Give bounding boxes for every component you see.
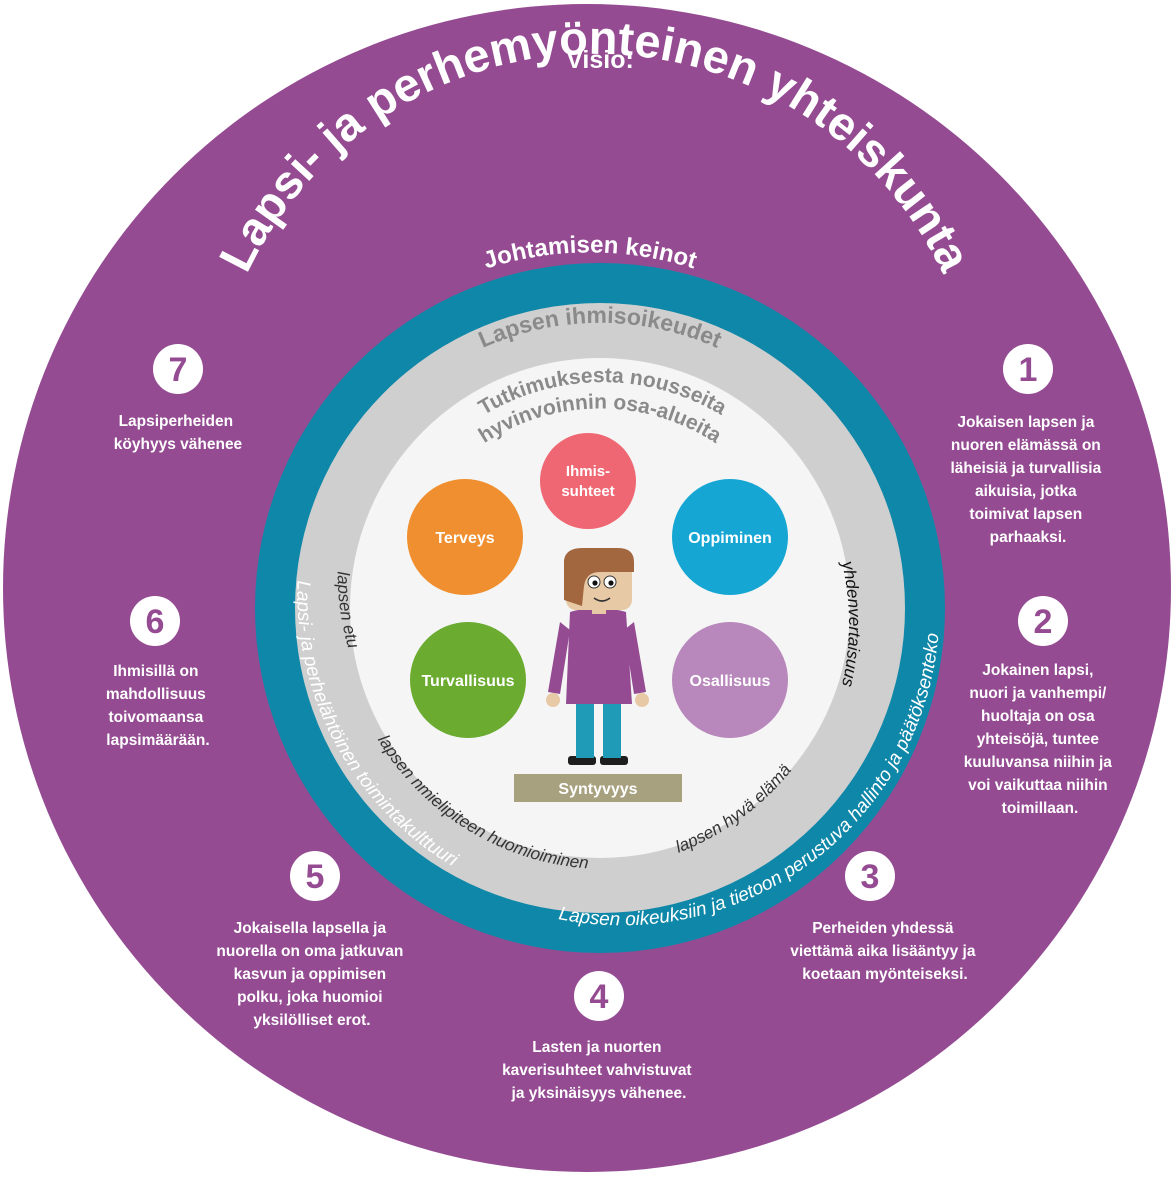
- child-figure-icon: [546, 548, 649, 765]
- vision-label: Visio:: [566, 46, 634, 74]
- area-relationships: Ihmis- suhteet: [540, 433, 636, 529]
- goal-text: Jokaisen lapsen ja nuoren elämässä on lä…: [950, 414, 1105, 546]
- goal-number-badge: [845, 851, 895, 901]
- goal-number: 7: [169, 351, 188, 389]
- goal-text: Lapsiperheiden köyhyys vähenee: [114, 413, 243, 453]
- area-relationships-circle: [540, 433, 636, 529]
- goal-number: 6: [146, 603, 165, 641]
- goal-4: 4 Lasten ja nuorten kaverisuhteet vahvis…: [502, 971, 696, 1102]
- area-safety: Turvallisuus: [410, 622, 526, 738]
- goal-text: Jokainen lapsi, nuori ja vanhempi/ huolt…: [964, 662, 1116, 817]
- area-relationships-line1: Ihmis-: [566, 463, 610, 480]
- goal-2: 2 Jokainen lapsi, nuori ja vanhempi/ huo…: [964, 596, 1116, 817]
- goal-text: Lasten ja nuorten kaverisuhteet vahvistu…: [502, 1039, 696, 1102]
- birth-rate-label: Syntyvyys: [558, 781, 637, 798]
- area-health-label: Terveys: [435, 530, 494, 547]
- goal-number: 1: [1019, 351, 1038, 389]
- goal-number-badge: [130, 596, 180, 646]
- goal-text: Perheiden yhdessä viettämä aika lisäänty…: [790, 920, 980, 983]
- goal-number-badge: [1018, 596, 1068, 646]
- goal-number-badge: [290, 851, 340, 901]
- goal-5: 5 Jokaisella lapsella ja nuorella on oma…: [216, 851, 407, 1029]
- goal-7: 7 Lapsiperheiden köyhyys vähenee: [114, 344, 243, 453]
- area-learning-circle: [672, 479, 788, 595]
- area-safety-label: Turvallisuus: [421, 673, 514, 690]
- area-learning-label: Oppiminen: [688, 530, 772, 547]
- area-learning: Oppiminen: [672, 479, 788, 595]
- goal-number: 4: [590, 978, 609, 1016]
- area-health: Terveys: [407, 479, 523, 595]
- goal-6: 6 Ihmisillä on mahdollisuus toivomaansa …: [106, 596, 210, 749]
- area-safety-circle: [410, 622, 526, 738]
- area-health-circle: [407, 479, 523, 595]
- goal-number: 2: [1034, 603, 1053, 641]
- area-participation-circle: [672, 622, 788, 738]
- area-participation-label: Osallisuus: [690, 673, 771, 690]
- goal-number-badge: [1003, 344, 1053, 394]
- goal-number-badge: [574, 971, 624, 1021]
- goal-number: 3: [861, 858, 880, 896]
- goal-number-badge: [153, 344, 203, 394]
- goal-1: 1 Jokaisen lapsen ja nuoren elämässä on …: [950, 344, 1105, 546]
- goal-text: Ihmisillä on mahdollisuus toivomaansa la…: [106, 663, 210, 749]
- area-relationships-line2: suhteet: [561, 483, 614, 500]
- goal-3: 3 Perheiden yhdessä viettämä aika lisään…: [790, 851, 980, 983]
- goal-number: 5: [306, 858, 325, 896]
- area-participation: Osallisuus: [672, 622, 788, 738]
- birth-rate-box: Syntyvyys: [514, 774, 682, 802]
- goal-text: Jokaisella lapsella ja nuorella on oma j…: [216, 920, 407, 1029]
